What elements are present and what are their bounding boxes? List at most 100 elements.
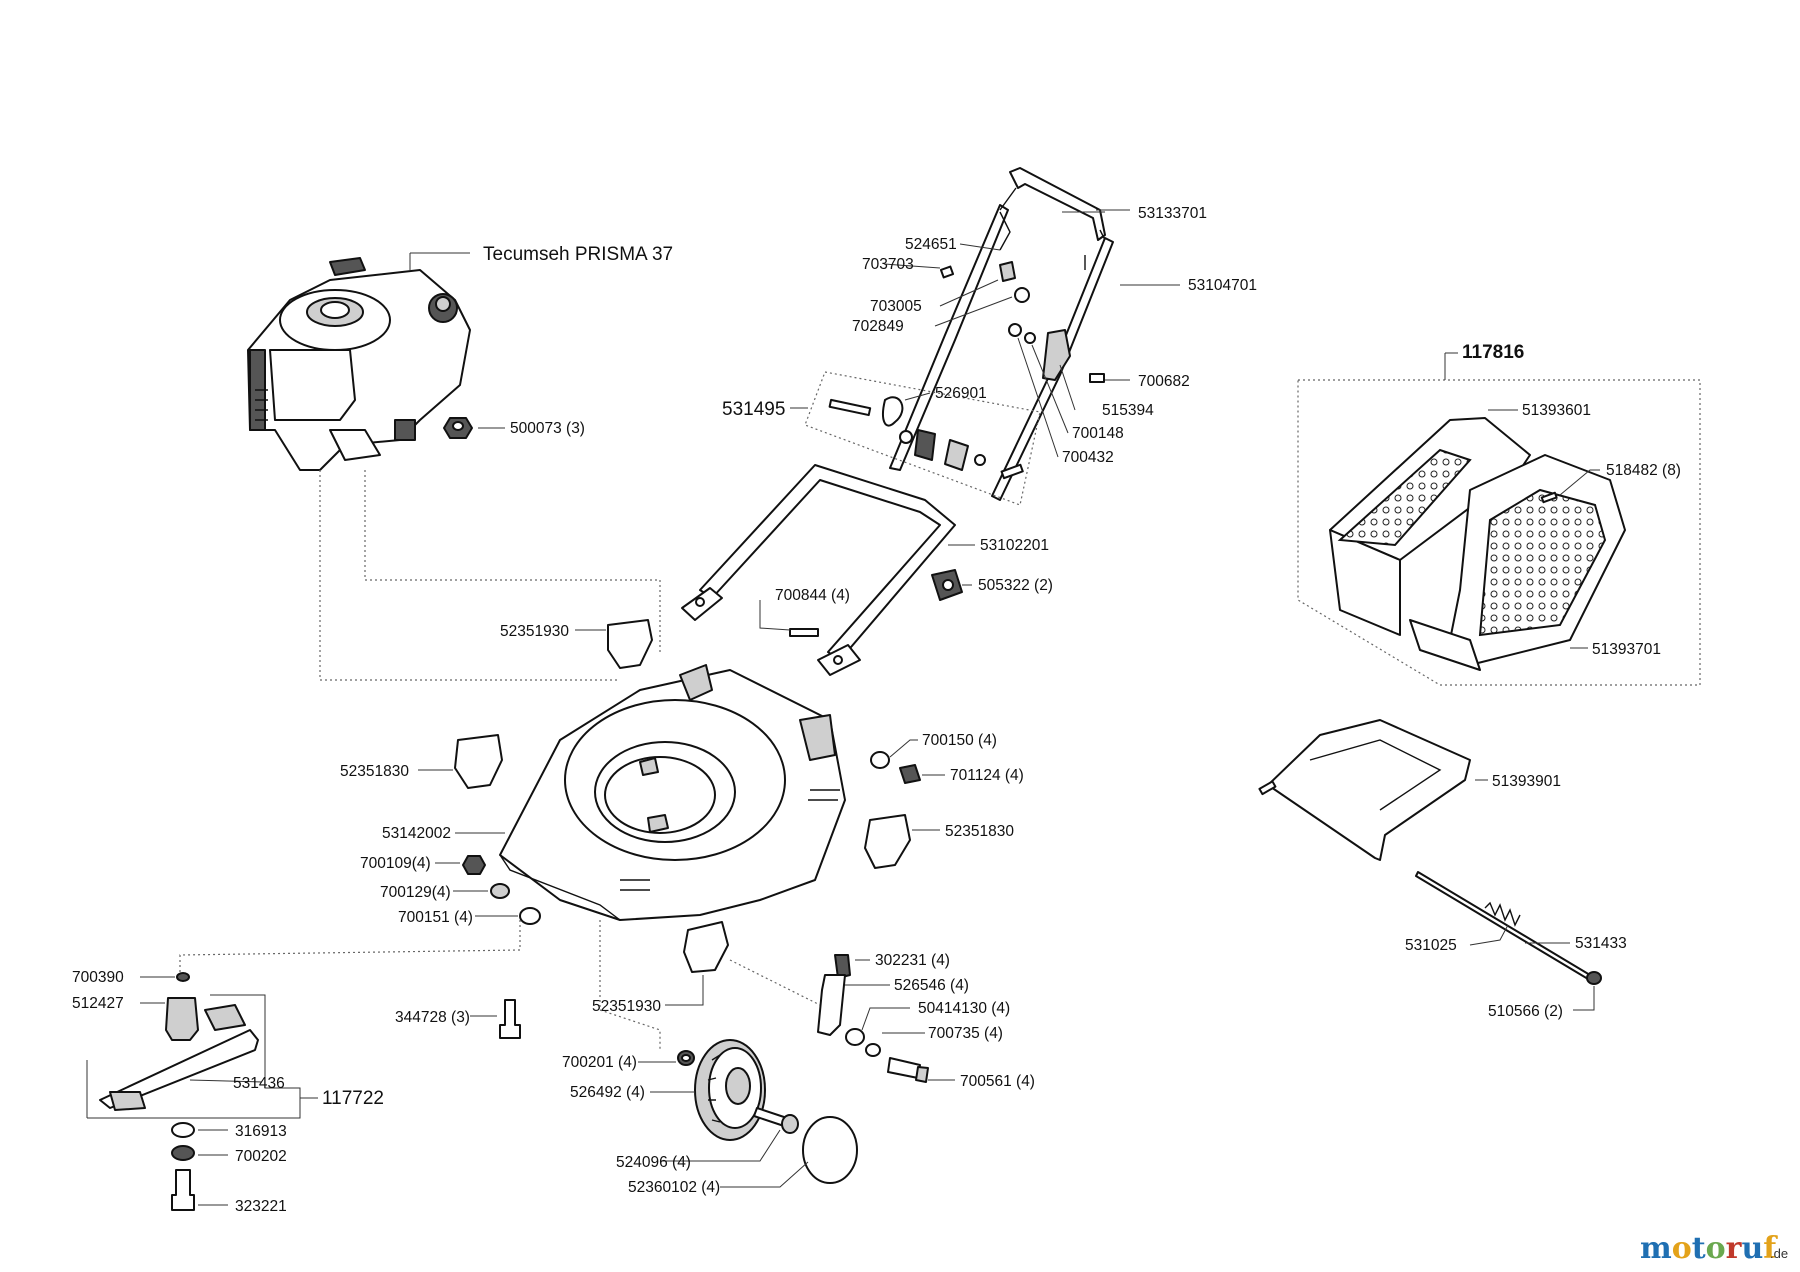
- washer-700150: [870, 751, 890, 769]
- nut-701124: [899, 764, 921, 784]
- bolt-700682: [1089, 373, 1105, 383]
- bolt-700844: [789, 628, 819, 637]
- callout-700682: 700682: [1138, 373, 1190, 390]
- wm-t: t: [1692, 1231, 1706, 1266]
- kit-117722-bracket: [87, 994, 301, 1119]
- callout-703005: 703005: [870, 298, 922, 315]
- callout-302231: 302231 (4): [875, 952, 950, 969]
- callout-700561: 700561 (4): [960, 1073, 1035, 1090]
- wm-f: f: [1763, 1231, 1778, 1266]
- callout-524651: 524651: [905, 236, 957, 253]
- callout-53104701: 53104701: [1188, 277, 1257, 294]
- washer-700432: [1008, 323, 1022, 337]
- washer-700148: [1024, 332, 1036, 344]
- callout-323221: 323221: [235, 1198, 287, 1215]
- deck-drawing: [499, 664, 846, 921]
- bracket-52351930-top: [607, 619, 653, 669]
- engine-drawing: [247, 257, 471, 471]
- callout-53102201: 53102201: [980, 537, 1049, 554]
- lower-handle-drawing: [681, 464, 956, 676]
- bracket-52351930-bottom: [683, 921, 729, 973]
- discharge-flap-51393901: [1258, 719, 1471, 861]
- kit-117816-label: 117816: [1462, 342, 1524, 363]
- callout-703703: 703703: [862, 256, 914, 273]
- bracket-52351830-right: [864, 814, 911, 869]
- callout-51393901: 51393901: [1492, 773, 1561, 790]
- washer-700735: [865, 1043, 881, 1057]
- callout-702849: 702849: [852, 318, 904, 335]
- callout-518482: 518482 (8): [1606, 462, 1681, 479]
- adapter-512427: [165, 997, 199, 1041]
- callout-700109: 700109(4): [360, 855, 431, 872]
- callout-526492: 526492 (4): [570, 1084, 645, 1101]
- callout-524096: 524096 (4): [616, 1154, 691, 1171]
- nut-500073: [443, 417, 473, 439]
- kit-531495-label: 531495: [722, 399, 785, 420]
- callout-700150: 700150 (4): [922, 732, 997, 749]
- wm-o2: o: [1706, 1231, 1726, 1266]
- watermark-suffix: .de: [1770, 1246, 1788, 1261]
- callout-344728: 344728 (3): [395, 1009, 470, 1026]
- grass-catcher-top: [1329, 417, 1531, 636]
- nut-700109: [462, 855, 486, 875]
- callout-510566: 510566 (2): [1488, 1003, 1563, 1020]
- wm-r: r: [1726, 1231, 1743, 1266]
- kit-117722-label: 117722: [322, 1088, 384, 1109]
- callout-53142002: 53142002: [382, 825, 451, 842]
- height-adjuster: [817, 954, 851, 1036]
- washer-700202: [171, 1145, 195, 1161]
- callout-700129: 700129(4): [380, 884, 451, 901]
- callout-700201: 700201 (4): [562, 1054, 637, 1071]
- callout-515394: 515394: [1102, 402, 1154, 419]
- bolt-700561-head: [915, 1066, 929, 1083]
- nut-700201-hole: [681, 1054, 691, 1062]
- bolt-703703: [939, 265, 955, 279]
- callout-700151: 700151 (4): [398, 909, 473, 926]
- knob-505322: [931, 569, 963, 601]
- callout-52351930a: 52351930: [500, 623, 569, 640]
- callout-53133701: 53133701: [1138, 205, 1207, 222]
- callout-700202: 700202: [235, 1148, 287, 1165]
- callout-52360102: 52360102 (4): [628, 1179, 720, 1196]
- washer-50414130: [845, 1028, 865, 1046]
- wm-o: o: [1672, 1231, 1692, 1266]
- motoruf-watermark: motoruf .de: [1640, 1231, 1788, 1266]
- callout-505322: 505322 (2): [978, 577, 1053, 594]
- bolt-344728: [499, 999, 521, 1039]
- screw-518482: [1540, 491, 1558, 504]
- kit-117816-box: [1297, 379, 1701, 686]
- svg-text:motoruf: motoruf: [1640, 1231, 1778, 1266]
- bolt-323221: [171, 1169, 195, 1211]
- kit-531495-box: [804, 371, 1041, 506]
- wm-m: m: [1640, 1231, 1672, 1266]
- bracket-52351830-left: [454, 734, 503, 789]
- callout-700390: 700390: [72, 969, 124, 986]
- callout-531433: 531433: [1575, 935, 1627, 952]
- kit-531495-parts: [828, 396, 1024, 480]
- wheel-526492: [694, 1039, 766, 1141]
- cap-700390: [176, 972, 190, 982]
- callout-52351930b: 52351930: [592, 998, 661, 1015]
- rod-531433: [1415, 871, 1602, 985]
- bolt-700561: [887, 1057, 921, 1079]
- callout-700432: 700432: [1062, 449, 1114, 466]
- callout-316913: 316913: [235, 1123, 287, 1140]
- callout-500073: 500073 (3): [510, 420, 585, 437]
- blade-531436: [99, 1004, 259, 1111]
- callout-52351830b: 52351830: [945, 823, 1014, 840]
- callout-50414130: 50414130 (4): [918, 1000, 1010, 1017]
- grass-catcher-bottom: [1409, 454, 1626, 671]
- lever-515394: [1042, 329, 1071, 381]
- callout-51393601: 51393601: [1522, 402, 1591, 419]
- callout-701124: 701124 (4): [950, 767, 1024, 784]
- hubcap-52360102: [802, 1116, 858, 1184]
- callout-526546: 526546 (4): [894, 977, 969, 994]
- callout-700735: 700735 (4): [928, 1025, 1003, 1042]
- wm-u: u: [1741, 1231, 1763, 1266]
- callout-52351830a: 52351830: [340, 763, 409, 780]
- callout-700148: 700148: [1072, 425, 1124, 442]
- callout-526901: 526901: [935, 385, 987, 402]
- knob-703005: [999, 261, 1016, 282]
